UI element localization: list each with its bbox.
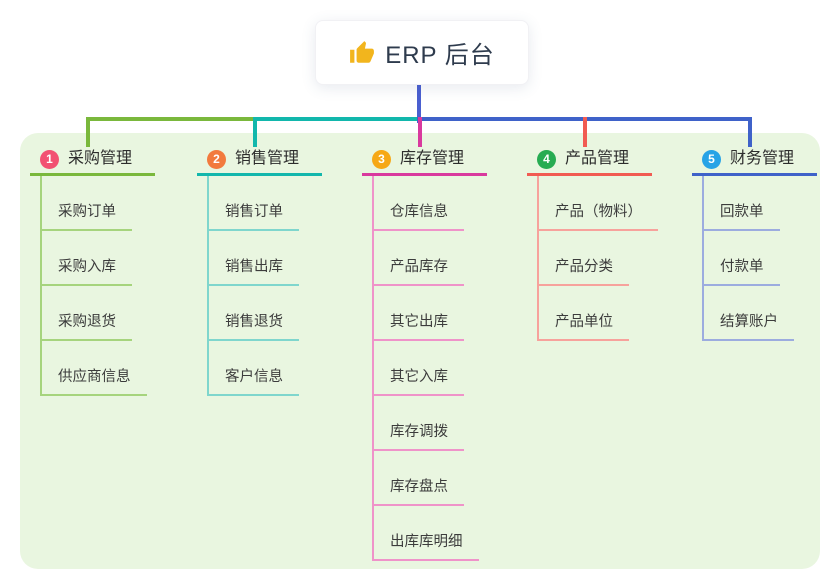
child-node-label: 供应商信息 <box>58 369 131 385</box>
branch-column-5: 5 财务管理 回款单付款单结算账户 <box>692 133 817 341</box>
child-node-label: 结算账户 <box>720 314 778 330</box>
child-node[interactable]: 付款单 <box>704 231 780 286</box>
child-node[interactable]: 产品（物料） <box>539 176 658 231</box>
child-node[interactable]: 产品单位 <box>539 286 629 341</box>
child-node-label: 回款单 <box>720 204 764 220</box>
child-node[interactable]: 其它出库 <box>374 286 464 341</box>
rail-segment-branch1 <box>86 117 253 121</box>
branch-column-2: 2 销售管理 销售订单销售出库销售退货客户信息 <box>197 133 322 396</box>
child-node-label: 库存盘点 <box>390 479 448 495</box>
child-node[interactable]: 仓库信息 <box>374 176 464 231</box>
child-node-label: 采购入库 <box>58 259 116 275</box>
drop-branch3 <box>418 117 422 147</box>
branch-children-list: 产品（物料） 产品分类产品单位 <box>537 176 658 341</box>
child-node[interactable]: 采购入库 <box>42 231 132 286</box>
drop-branch5 <box>748 117 752 147</box>
branch-title-label: 采购管理 <box>68 150 133 167</box>
child-node[interactable]: 采购退货 <box>42 286 132 341</box>
child-node[interactable]: 库存盘点 <box>374 451 464 506</box>
branch-title-label: 产品管理 <box>565 150 630 167</box>
branch-index-badge: 2 <box>207 149 226 169</box>
child-node-label: 销售退货 <box>225 314 283 330</box>
branch-title-label: 财务管理 <box>730 150 795 167</box>
branch-title-node[interactable]: 3 库存管理 <box>362 133 487 176</box>
child-node-label: 库存调拨 <box>390 424 448 440</box>
root-title: ERP 后台 <box>385 42 495 69</box>
child-node[interactable]: 库存调拨 <box>374 396 464 451</box>
child-node-label: 采购退货 <box>58 314 116 330</box>
child-node-label: 客户信息 <box>225 369 283 385</box>
branch-title-node[interactable]: 2 销售管理 <box>197 133 322 176</box>
child-node[interactable]: 结算账户 <box>704 286 794 341</box>
branch-index-badge: 4 <box>537 149 556 169</box>
child-node[interactable]: 产品库存 <box>374 231 464 286</box>
branch-title-node[interactable]: 5 财务管理 <box>692 133 817 176</box>
root-connector-stem <box>417 83 421 123</box>
child-node-label: 产品（物料） <box>555 204 642 220</box>
child-node-label: 销售订单 <box>225 204 283 220</box>
branch-children-list: 采购订单采购入库采购退货供应商信息 <box>40 176 147 396</box>
child-node-label: 付款单 <box>720 259 764 275</box>
drop-branch4 <box>583 117 587 147</box>
branch-index-badge: 3 <box>372 149 391 169</box>
mindmap-panel <box>20 133 820 569</box>
branch-title-node[interactable]: 4 产品管理 <box>527 133 652 176</box>
child-node[interactable]: 供应商信息 <box>42 341 147 396</box>
branch-column-3: 3 库存管理 仓库信息产品库存其它出库其它入库库存调拨库存盘点出库库明细 <box>362 133 487 561</box>
drop-branch1 <box>86 117 90 147</box>
child-node-label: 产品库存 <box>390 259 448 275</box>
branch-title-label: 销售管理 <box>235 150 300 167</box>
branch-children-list: 仓库信息产品库存其它出库其它入库库存调拨库存盘点出库库明细 <box>372 176 479 561</box>
child-node[interactable]: 销售退货 <box>209 286 299 341</box>
child-node[interactable]: 采购订单 <box>42 176 132 231</box>
branch-title-node[interactable]: 1 采购管理 <box>30 133 155 176</box>
branch-column-1: 1 采购管理 采购订单采购入库采购退货供应商信息 <box>30 133 155 396</box>
child-node-label: 其它入库 <box>390 369 448 385</box>
thumbs-up-icon <box>350 40 375 63</box>
branch-column-4: 4 产品管理 产品（物料） 产品分类产品单位 <box>527 133 658 341</box>
drop-branch2 <box>253 117 257 147</box>
branch-children-list: 销售订单销售出库销售退货客户信息 <box>207 176 299 396</box>
child-node-label: 产品单位 <box>555 314 613 330</box>
child-node-label: 出库库明细 <box>390 534 463 550</box>
child-node[interactable]: 销售出库 <box>209 231 299 286</box>
child-node-label: 采购订单 <box>58 204 116 220</box>
child-node-label: 仓库信息 <box>390 204 448 220</box>
branch-index-badge: 1 <box>40 149 59 169</box>
branch-title-label: 库存管理 <box>400 150 465 167</box>
branch-children-list: 回款单付款单结算账户 <box>702 176 794 341</box>
child-node-label: 销售出库 <box>225 259 283 275</box>
child-node[interactable]: 出库库明细 <box>374 506 479 561</box>
child-node[interactable]: 客户信息 <box>209 341 299 396</box>
child-node[interactable]: 其它入库 <box>374 341 464 396</box>
child-node[interactable]: 产品分类 <box>539 231 629 286</box>
child-node[interactable]: 销售订单 <box>209 176 299 231</box>
child-node[interactable]: 回款单 <box>704 176 780 231</box>
branch-index-badge: 5 <box>702 149 721 169</box>
child-node-label: 其它出库 <box>390 314 448 330</box>
child-node-label: 产品分类 <box>555 259 613 275</box>
rail-segment-branch2 <box>253 117 417 121</box>
root-node[interactable]: ERP 后台 <box>315 20 529 85</box>
